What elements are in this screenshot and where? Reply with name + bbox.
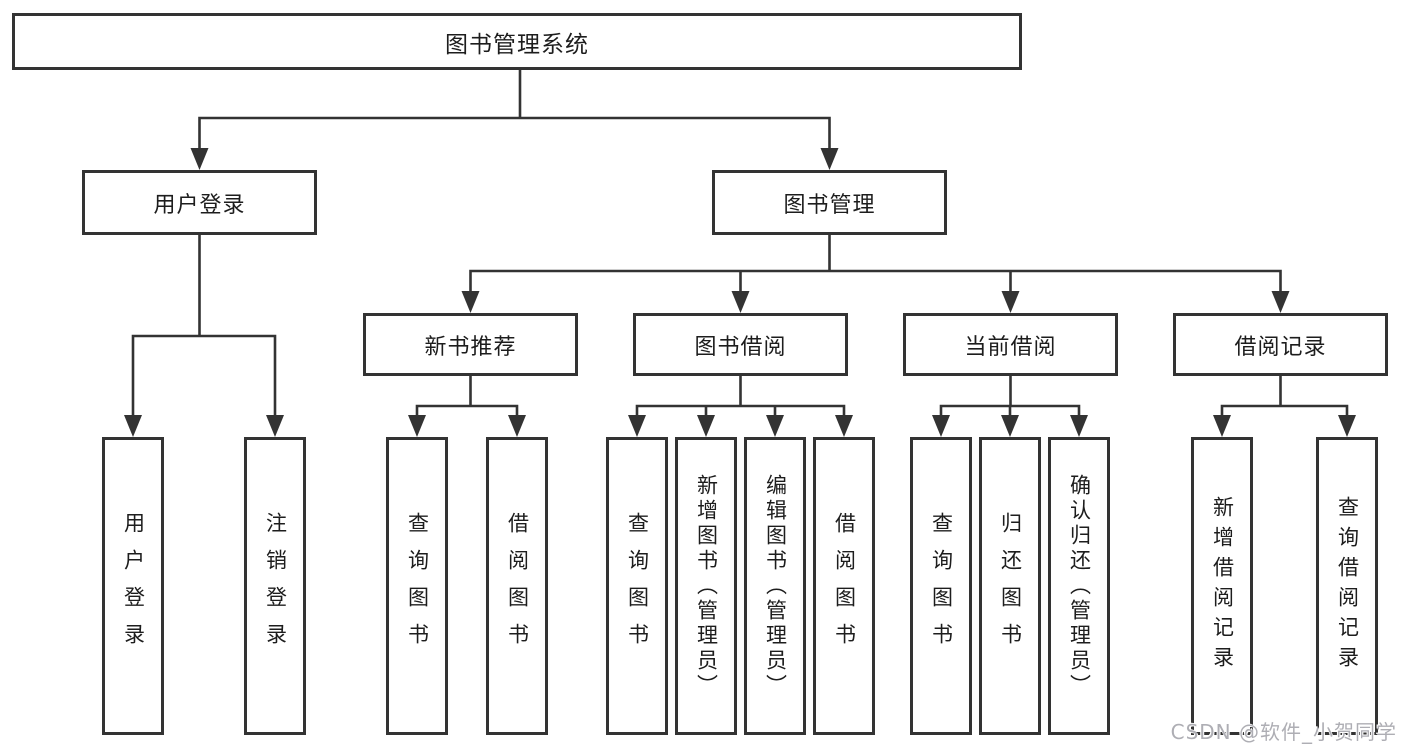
leaf-query-borrow-record: 查询借阅记录 xyxy=(1316,437,1378,735)
node-library-management-system: 图书管理系统 xyxy=(12,13,1022,70)
leaf-borrow-books-recommend: 借阅图书 xyxy=(486,437,548,735)
connector-bookborrow-to-leaves xyxy=(635,376,846,415)
watermark: CSDN @软件_小贺同学 xyxy=(1170,720,1397,744)
connector-root-to-level2 xyxy=(198,70,831,148)
node-new-book-recommend: 新书推荐 xyxy=(363,313,578,376)
leaf-label: 用户登录 xyxy=(121,512,146,660)
connector-records-to-leaves xyxy=(1220,376,1349,415)
leaf-label: 查询图书 xyxy=(929,512,954,660)
leaf-borrow-books: 借阅图书 xyxy=(813,437,875,735)
connector-bookmgmt-to-level3 xyxy=(469,235,1282,291)
leaf-return-books: 归还图书 xyxy=(979,437,1041,735)
connector-newbooks-to-leaves xyxy=(415,376,519,415)
leaf-user-login: 用户登录 xyxy=(102,437,164,735)
node-book-borrowing: 图书借阅 xyxy=(633,313,848,376)
leaf-query-books-recommend: 查询图书 xyxy=(386,437,448,735)
leaf-add-borrow-record: 新增借阅记录 xyxy=(1191,437,1253,735)
leaf-label: 确认归还（管理员） xyxy=(1067,473,1092,699)
node-label: 当前借阅 xyxy=(964,334,1057,360)
node-book-management: 图书管理 xyxy=(712,170,947,235)
leaf-query-books-current: 查询图书 xyxy=(910,437,972,735)
node-user-login: 用户登录 xyxy=(82,170,317,235)
node-label: 用户登录 xyxy=(153,192,246,218)
leaf-edit-books-admin: 编辑图书（管理员） xyxy=(744,437,806,735)
leaf-label: 注销登录 xyxy=(263,512,288,660)
node-label: 图书管理系统 xyxy=(445,31,589,58)
leaf-label: 新增图书（管理员） xyxy=(694,473,719,699)
leaf-logout: 注销登录 xyxy=(244,437,306,735)
node-label: 图书借阅 xyxy=(694,334,787,360)
connector-currentborrow-to-leaves xyxy=(939,376,1081,415)
node-current-borrowing: 当前借阅 xyxy=(903,313,1118,376)
node-label: 图书管理 xyxy=(783,192,876,218)
leaf-add-books-admin: 新增图书（管理员） xyxy=(675,437,737,735)
leaf-label: 查询借阅记录 xyxy=(1335,496,1360,676)
leaf-label: 编辑图书（管理员） xyxy=(763,473,788,699)
leaf-query-books-borrow: 查询图书 xyxy=(606,437,668,735)
connector-userlogin-to-leaves xyxy=(131,235,277,415)
node-borrowing-records: 借阅记录 xyxy=(1173,313,1388,376)
leaf-label: 归还图书 xyxy=(998,512,1023,660)
leaf-label: 新增借阅记录 xyxy=(1210,496,1235,676)
node-label: 借阅记录 xyxy=(1234,334,1327,360)
leaf-confirm-return-admin: 确认归还（管理员） xyxy=(1048,437,1110,735)
leaf-label: 借阅图书 xyxy=(832,512,857,660)
node-label: 新书推荐 xyxy=(424,334,517,360)
leaf-label: 借阅图书 xyxy=(505,512,530,660)
leaf-label: 查询图书 xyxy=(625,512,650,660)
leaf-label: 查询图书 xyxy=(405,512,430,660)
